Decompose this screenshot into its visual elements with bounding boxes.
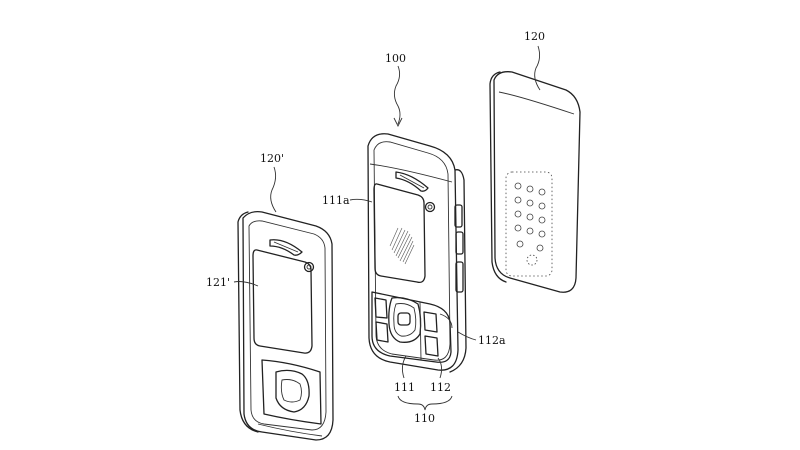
rear-cover-120	[489, 71, 581, 293]
label-121-prime: 121'	[206, 276, 230, 289]
label-120: 120	[524, 30, 545, 43]
label-112a: 112a	[478, 334, 506, 347]
label-100: 100	[385, 52, 406, 65]
screen-hatching	[389, 227, 415, 265]
leader-lines	[233, 45, 541, 411]
reference-labels: 100 120 120' 111a 121' 112a 111 112 110	[206, 30, 545, 425]
label-111a: 111a	[322, 194, 350, 207]
label-120-prime: 120'	[260, 152, 284, 165]
label-111: 111	[394, 381, 415, 394]
label-110: 110	[414, 412, 435, 425]
dotted-keypad-pattern	[505, 171, 553, 277]
handset-100	[367, 133, 467, 373]
front-cover-120-prime	[237, 210, 334, 441]
label-112: 112	[430, 381, 451, 394]
